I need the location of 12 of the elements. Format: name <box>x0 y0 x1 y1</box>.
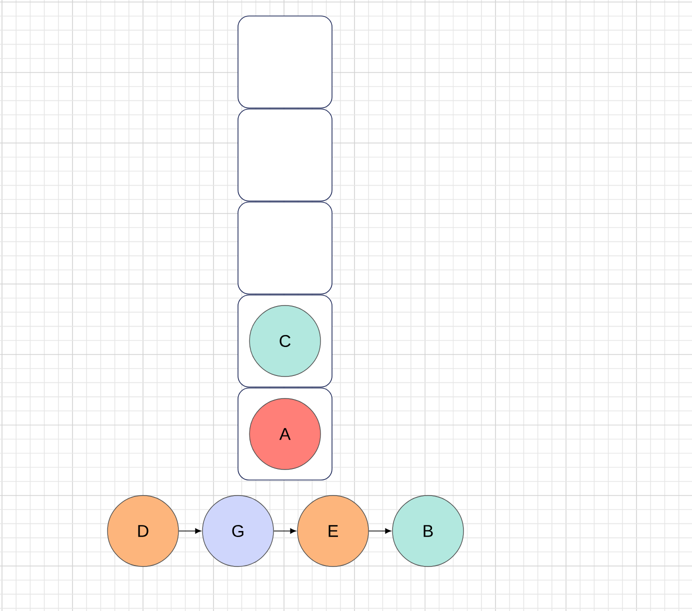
rounded-box <box>238 108 332 202</box>
circle-node: B <box>392 495 464 567</box>
arrow <box>273 528 296 534</box>
circle-node: D <box>107 495 179 567</box>
circle-node: E <box>297 495 369 567</box>
rounded-box <box>238 16 332 108</box>
rounded-box <box>238 202 332 294</box>
circle-node: G <box>202 495 274 567</box>
circle-node: A <box>249 398 321 470</box>
arrow <box>368 528 392 534</box>
arrow <box>178 528 202 534</box>
circle-node: C <box>249 305 321 377</box>
